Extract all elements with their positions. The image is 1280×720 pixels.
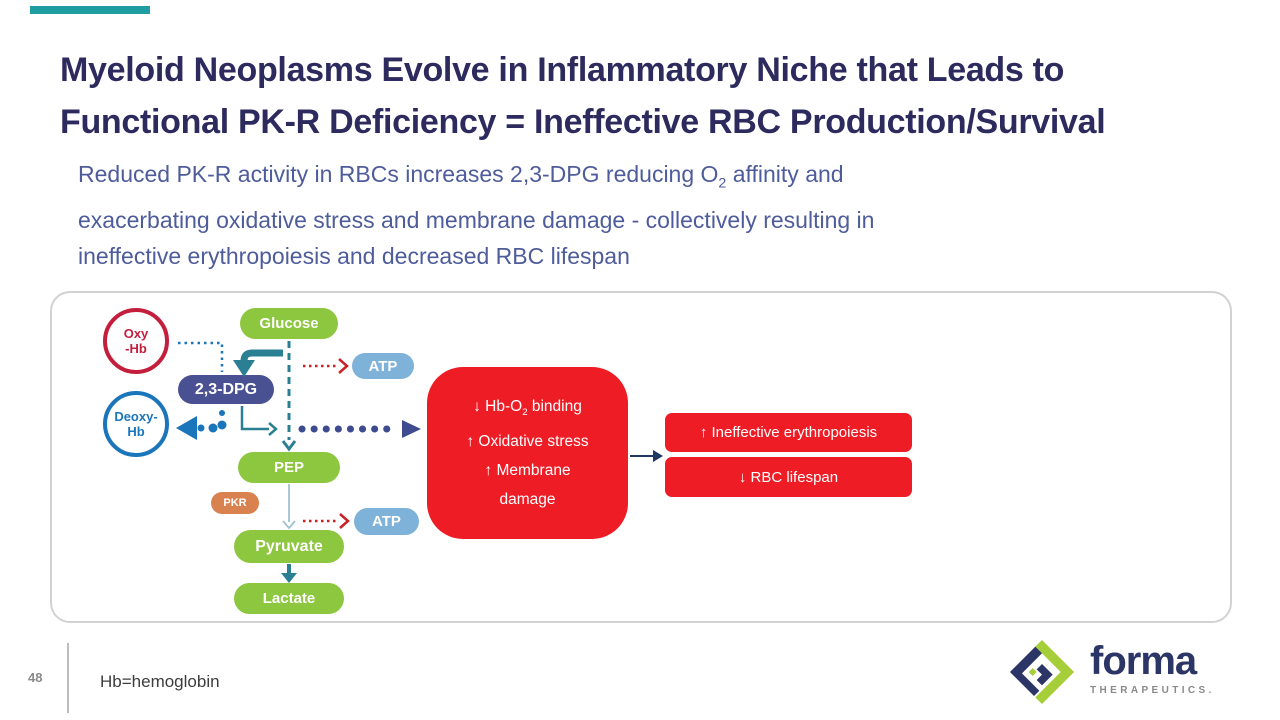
accent-bar xyxy=(30,6,150,14)
outcome-rbc-lifespan-box: ↓ RBC lifespan xyxy=(665,457,912,497)
footnote: Hb=hemoglobin xyxy=(100,672,220,691)
pyruvate-node: Pyruvate xyxy=(234,530,344,563)
title-line-2: Functional PK-R Deficiency = Ineffective… xyxy=(60,103,1106,141)
effects-line-4: damage xyxy=(499,491,556,509)
subtitle-line-3: ineffective erythropoiesis and decreased… xyxy=(78,242,630,269)
effects-line-2: ↑ Oxidative stress xyxy=(466,433,589,451)
oxy-hb-node: Oxy -Hb xyxy=(103,308,169,374)
logo-wordmark: forma xyxy=(1090,639,1197,683)
logo-tagline: THERAPEUTICS. xyxy=(1090,685,1215,696)
diagram-container xyxy=(50,291,1232,623)
effects-line-3: ↑ Membrane xyxy=(484,462,571,480)
footer-divider xyxy=(67,643,69,713)
forma-logo: forma THERAPEUTICS. xyxy=(1008,638,1215,706)
subtitle-line-1: Reduced PK-R activity in RBCs increases … xyxy=(78,161,844,192)
lactate-node: Lactate xyxy=(234,583,344,614)
deoxy-hb-node: Deoxy- Hb xyxy=(103,391,169,457)
outcome-erythropoiesis-box: ↑ Ineffective erythropoiesis xyxy=(665,413,912,452)
page-number: 48 xyxy=(28,670,43,685)
atp-bottom-node: ATP xyxy=(354,508,419,535)
pkr-node: PKR xyxy=(211,492,259,514)
effects-box: ↓ Hb-O2 binding ↑ Oxidative stress ↑ Mem… xyxy=(427,367,628,539)
dpg-node: 2,3-DPG xyxy=(178,375,274,404)
slide-subtitle: Reduced PK-R activity in RBCs increases … xyxy=(78,156,1138,274)
slide-title: Myeloid Neoplasms Evolve in Inflammatory… xyxy=(60,44,1230,148)
subtitle-line-2: exacerbating oxidative stress and membra… xyxy=(78,206,875,233)
pep-node: PEP xyxy=(238,452,340,483)
title-line-1: Myeloid Neoplasms Evolve in Inflammatory… xyxy=(60,51,1065,89)
logo-text: forma THERAPEUTICS. xyxy=(1090,640,1215,696)
forma-logo-icon xyxy=(1009,639,1075,705)
logo-navy-shape xyxy=(1009,646,1042,697)
logo-green-shape xyxy=(1035,639,1075,705)
glucose-node: Glucose xyxy=(240,308,338,339)
atp-top-node: ATP xyxy=(352,353,414,379)
logo-green-inner xyxy=(1028,667,1037,677)
effects-line-1: ↓ Hb-O2 binding xyxy=(473,397,582,419)
logo-navy-inner xyxy=(1036,663,1053,686)
